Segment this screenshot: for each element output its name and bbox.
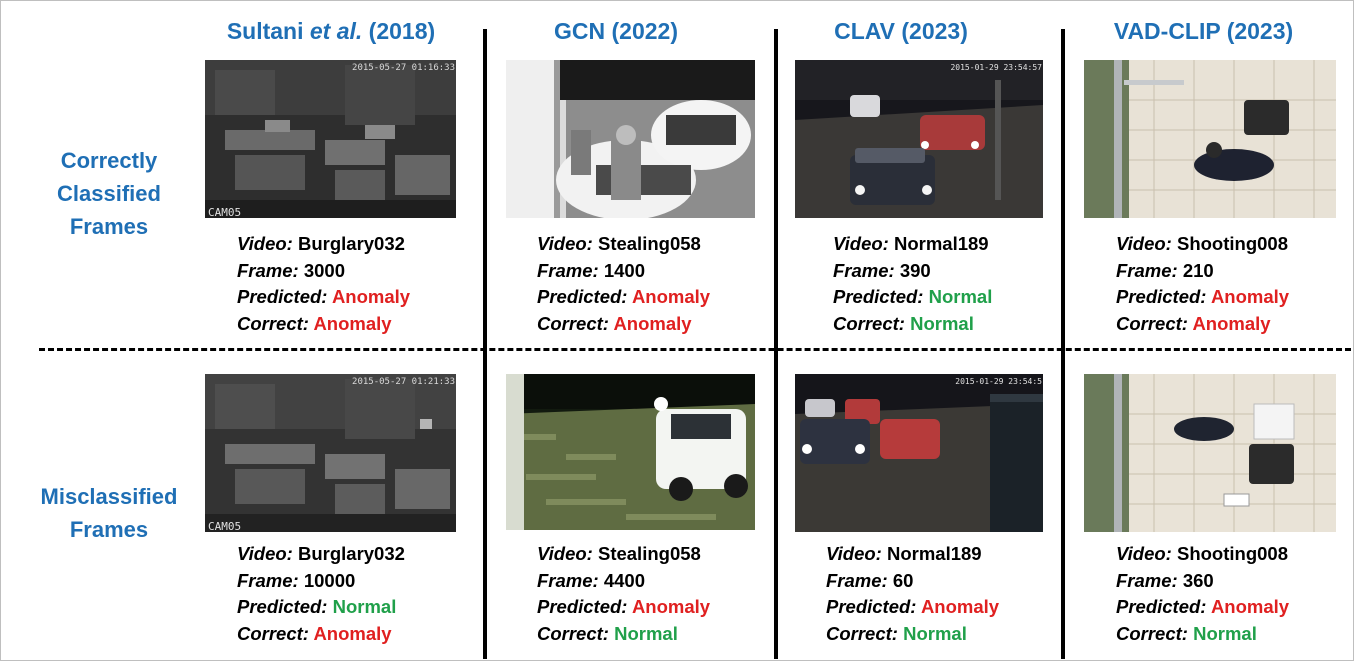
timestamp: 2015-01-29 23:54:5 [955, 377, 1042, 386]
correct-label: Normal [1193, 622, 1257, 644]
timestamp: 2015-05-27 01:16:33 [352, 63, 455, 73]
timestamp: 2015-01-29 23:54:57 [950, 63, 1042, 72]
cctv-frame-night-road: 2015-01-29 23:54:57 [795, 60, 1043, 218]
cctv-frame-night-road: 2015-01-29 23:54:5 [795, 374, 1043, 532]
frame-info: Video: Shooting008 Frame: 360 Predicted:… [1116, 543, 1290, 644]
row-label-misclassified: Misclassified Frames [40, 484, 178, 542]
correct-label: Normal [903, 622, 967, 644]
video-name: Normal189 [886, 543, 982, 564]
correct-label: Anomaly [313, 312, 392, 334]
frame-number: 60 [892, 569, 914, 591]
column-title-vadclip: VAD-CLIP (2023) [1113, 18, 1294, 44]
predicted-label: Anomaly [1210, 596, 1290, 617]
frame-number: 3000 [303, 259, 345, 281]
column-divider [774, 29, 778, 659]
cctv-frame-tiled-lobby [1084, 374, 1336, 532]
video-name: Stealing058 [597, 543, 701, 564]
predicted-label: Anomaly [1210, 286, 1290, 307]
frame-info: Video: Stealing058 Frame: 1400 Predicted… [537, 233, 711, 334]
camera-label: CAM05 [208, 520, 241, 532]
frame-number: 10000 [303, 569, 356, 591]
predicted-label: Anomaly [631, 286, 711, 307]
camera-label: CAM05 [208, 206, 241, 218]
predicted-label: Normal [928, 286, 993, 307]
frame-info: Video: Burglary032 Frame: 10000 Predicte… [237, 543, 405, 644]
cctv-frame-parking-night [506, 374, 755, 530]
column-title-clav: CLAV (2023) [834, 18, 968, 44]
frame-info: Video: Normal189 Frame: 390 Predicted: N… [833, 233, 993, 334]
frame-number: 360 [1182, 569, 1214, 591]
cctv-frame-street-ir [506, 60, 755, 218]
correct-label: Normal [910, 312, 974, 334]
frame-number: 390 [899, 259, 931, 281]
frame-number: 1400 [603, 259, 645, 281]
timestamp: 2015-05-27 01:21:33 [352, 377, 455, 387]
correct-label: Anomaly [1192, 312, 1271, 334]
frame-info: Video: Burglary032 Frame: 3000 Predicted… [237, 233, 411, 334]
predicted-label: Anomaly [920, 596, 1000, 617]
frame-info: Video: Normal189 Frame: 60 Predicted: An… [826, 543, 1000, 644]
video-name: Normal189 [893, 233, 989, 254]
video-name: Shooting008 [1176, 543, 1288, 564]
correct-label: Anomaly [613, 312, 692, 334]
frame-number: 210 [1182, 259, 1214, 281]
column-divider [483, 29, 487, 659]
column-title-sultani: Sultani et al. (2018) [226, 18, 436, 44]
column-divider [1061, 29, 1065, 659]
cctv-frame-office: 2015-05-27 01:16:33 CAM05 [205, 60, 456, 218]
predicted-label: Anomaly [331, 286, 411, 307]
column-title-gcn: GCN (2022) [554, 18, 678, 44]
row-divider [39, 348, 1351, 351]
cctv-frame-office: 2015-05-27 01:21:33 CAM05 [205, 374, 456, 532]
video-name: Burglary032 [297, 233, 405, 254]
predicted-label: Normal [332, 596, 397, 617]
video-name: Shooting008 [1176, 233, 1288, 254]
correct-label: Anomaly [313, 622, 392, 644]
row-label-correct: Correctly Classified Frames [57, 148, 161, 239]
video-name: Burglary032 [297, 543, 405, 564]
video-name: Stealing058 [597, 233, 701, 254]
frame-info: Video: Shooting008 Frame: 210 Predicted:… [1116, 233, 1290, 334]
predicted-label: Anomaly [631, 596, 711, 617]
frame-number: 4400 [603, 569, 645, 591]
correct-label: Normal [614, 622, 678, 644]
frame-info: Video: Stealing058 Frame: 4400 Predicted… [537, 543, 711, 644]
cctv-frame-tiled-lobby [1084, 60, 1336, 218]
